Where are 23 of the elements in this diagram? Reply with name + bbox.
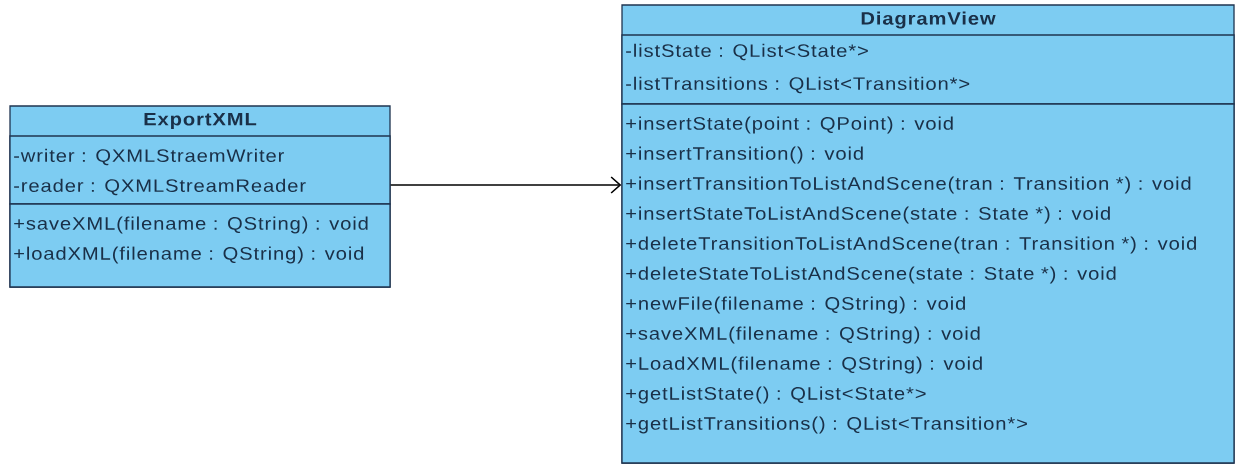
attribute-text: -listTransitions : QList<Transition*>: [626, 76, 970, 94]
association-arrow: [389, 176, 622, 194]
operation-text: +insertTransitionToListAndScene(tran : Transition *) : void: [626, 176, 1191, 194]
operation-text: +getListTransitions() : QList<Transition*>: [626, 416, 1027, 434]
operation-text: +insertState(point : QPoint) : void: [626, 116, 953, 134]
operation-text: +getListState() : QList<State*>: [626, 386, 926, 404]
operation-text: +loadXML(filename : QString) : void: [14, 246, 364, 264]
class-name: ExportXML: [144, 112, 257, 130]
attribute-text: -writer : QXMLStraemWriter: [14, 148, 284, 166]
operation-text: +saveXML(filename : QString) : void: [626, 326, 980, 344]
operation-text: +insertStateToListAndScene(state : State *) : void: [626, 206, 1110, 224]
operation-text: +saveXML(filename : QString) : void: [14, 216, 368, 234]
attribute-compartment: [9, 135, 391, 205]
class-name: DiagramView: [861, 11, 996, 29]
operation-text: +deleteTransitionToListAndScene(tran : Transition *) : void: [626, 236, 1196, 254]
operation-text: +newFile(filename : QString) : void: [626, 296, 965, 314]
attribute-compartment: [621, 34, 1235, 105]
operation-text: +deleteStateToListAndScene(state : State *) : void: [626, 266, 1116, 284]
attribute-text: -listState : QList<State*>: [626, 43, 868, 61]
operation-text: +LoadXML(filename : QString) : void: [626, 356, 982, 374]
attribute-text: -reader : QXMLStreamReader: [14, 178, 306, 196]
operation-compartment: [9, 203, 391, 288]
operation-text: +insertTransition() : void: [626, 146, 863, 164]
